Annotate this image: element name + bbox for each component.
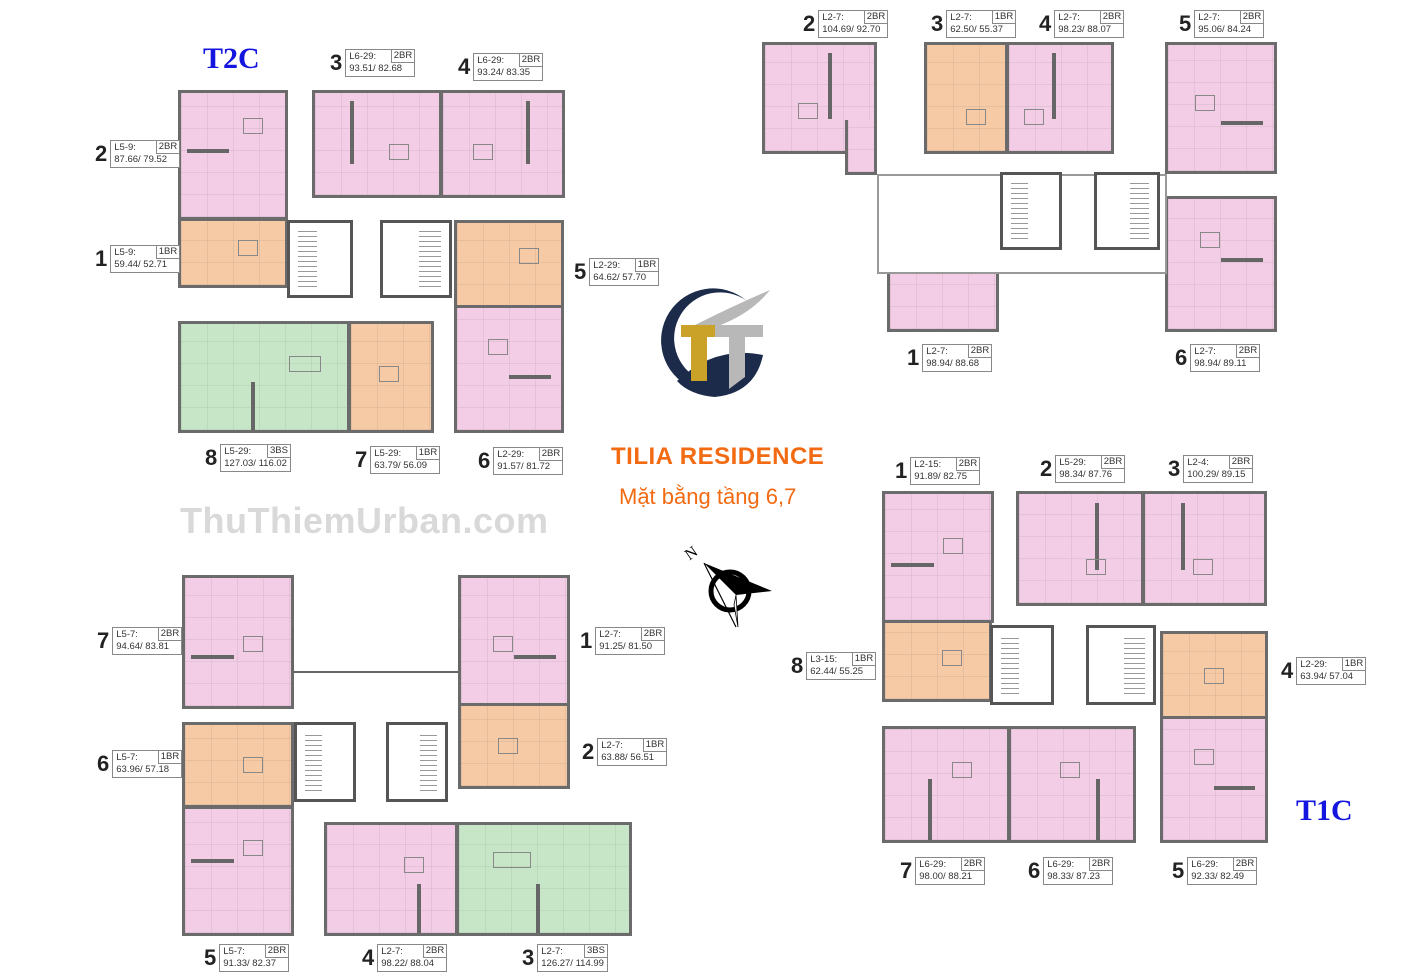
corridor-bl-top (292, 628, 460, 673)
unit-bl-3[interactable] (456, 822, 632, 936)
unit-t1c-1[interactable] (882, 491, 994, 623)
core-stair-elevator-t2c-left (287, 220, 353, 298)
tower-name-t2c: T2C (203, 42, 260, 75)
unit-tr-2-ext (845, 120, 877, 175)
unit-tr-3[interactable] (924, 42, 1008, 154)
unit-bl-5[interactable] (182, 806, 294, 936)
unit-bl-1[interactable] (458, 575, 570, 709)
tt-logo-icon (661, 288, 770, 397)
core-t1c-right (1086, 625, 1156, 705)
unit-bl-2[interactable] (458, 703, 570, 789)
core-stair-elevator-t2c-right (380, 220, 452, 298)
core-bl-right (386, 722, 448, 802)
unit-t1c-3[interactable] (1142, 491, 1267, 606)
unit-t1c-2[interactable] (1016, 491, 1144, 606)
unit-bl-6[interactable] (182, 722, 294, 808)
unit-t1c-4[interactable] (1160, 631, 1268, 721)
compass: N (682, 543, 776, 630)
unit-t2c-4[interactable] (440, 90, 565, 198)
unit-t2c-7[interactable] (348, 321, 434, 433)
unit-t2c-3[interactable] (312, 90, 442, 198)
core-t1c-left (990, 625, 1054, 705)
unit-bl-4[interactable] (324, 822, 458, 936)
logo (655, 285, 775, 407)
compass-icon (703, 562, 772, 628)
core-tr-right (1094, 172, 1160, 250)
watermark: ThuThiemUrban.com (180, 500, 549, 541)
floor-plan-subtitle: Mặt bằng tầng 6,7 (619, 484, 797, 509)
unit-t2c-6[interactable] (454, 305, 564, 433)
unit-t1c-6[interactable] (1008, 726, 1136, 843)
unit-t2c-2[interactable] (178, 90, 288, 220)
unit-t2c-5[interactable] (454, 220, 564, 310)
unit-tr-6[interactable] (1165, 196, 1277, 332)
unit-tr-4[interactable] (1006, 42, 1114, 154)
unit-t2c-1[interactable] (178, 218, 288, 288)
unit-t1c-8[interactable] (882, 620, 992, 702)
unit-t2c-8[interactable] (178, 321, 350, 433)
project-title: TILIA RESIDENCE (611, 443, 825, 470)
core-tr-left (1000, 172, 1062, 250)
unit-t1c-7[interactable] (882, 726, 1010, 843)
unit-tr-5[interactable] (1165, 42, 1277, 174)
tower-name-t1c: T1C (1296, 794, 1353, 827)
core-bl-left (294, 722, 356, 802)
unit-bl-7[interactable] (182, 575, 294, 709)
unit-tr-2[interactable] (762, 42, 877, 154)
unit-t1c-5[interactable] (1160, 716, 1268, 843)
